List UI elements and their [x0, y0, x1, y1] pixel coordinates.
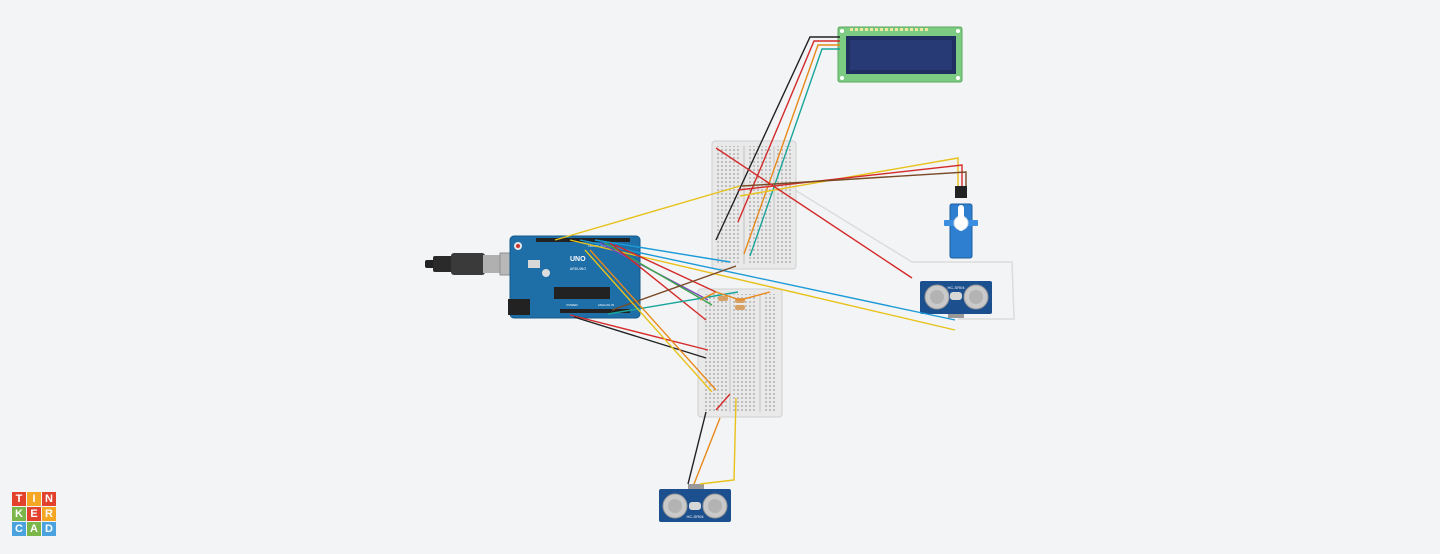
wire-arduino-echo-right[interactable] — [579, 239, 956, 321]
logo-letter: A — [27, 522, 41, 536]
wire-bottom-gnd[interactable] — [687, 411, 707, 485]
logo-letter: E — [27, 507, 41, 521]
lcd-display[interactable] — [837, 26, 963, 83]
wire-arduino-red-1[interactable] — [609, 242, 707, 321]
ultrasonic-sensor-bottom[interactable]: HC-SR04 — [659, 484, 731, 522]
wire-arduino-trig-right[interactable] — [569, 239, 956, 331]
servo-motor[interactable] — [944, 186, 978, 259]
wire-rail-to-sensor[interactable] — [715, 147, 913, 279]
breadboard-bottom[interactable] — [697, 288, 783, 418]
usb-cable[interactable] — [425, 253, 501, 275]
wire-lcd-gnd[interactable] — [715, 36, 840, 241]
board-label: ARDUINO — [570, 267, 586, 271]
logo-letter: N — [42, 492, 56, 506]
wire-arduino-red-2[interactable] — [614, 244, 717, 293]
logo-letter: R — [42, 507, 56, 521]
resistor-1[interactable] — [718, 296, 728, 301]
wire-arduino-gnd[interactable] — [573, 316, 707, 359]
wire-lcd-vcc[interactable] — [737, 40, 840, 223]
wire-bottom-echo[interactable] — [693, 417, 721, 485]
logo-letter: D — [42, 522, 56, 536]
board-brand: UNO — [570, 256, 586, 263]
resistor-3[interactable] — [735, 305, 745, 310]
wire-arduino-orange[interactable] — [589, 249, 717, 391]
breadboard-top[interactable] — [711, 140, 797, 270]
wire-arduino-servo-signal[interactable] — [554, 185, 741, 241]
tinkercad-logo[interactable]: T I N K E R C A D — [12, 492, 56, 538]
digital-header-label: DIGITAL (PWM~) — [588, 244, 611, 248]
routing-outline — [794, 189, 1015, 320]
logo-letter: T — [12, 492, 26, 506]
ultrasonic-sensor-right[interactable]: HC-SR04 — [920, 281, 992, 318]
wire-arduino-yellow-2[interactable] — [584, 249, 713, 393]
analog-header-label: ANALOG IN — [598, 303, 614, 307]
wires[interactable] — [554, 36, 967, 485]
wire-bottom-trig[interactable] — [699, 397, 737, 485]
wire-arduino-teal[interactable] — [607, 291, 739, 315]
wire-bb-orange[interactable] — [699, 291, 771, 301]
sensor-right-label: HC-SR04 — [947, 285, 965, 290]
wire-arduino-top-bb[interactable] — [594, 239, 731, 263]
logo-letter: K — [12, 507, 26, 521]
wire-arduino-5v[interactable] — [569, 314, 709, 351]
logo-letter: C — [12, 522, 26, 536]
wire-bottom-vcc[interactable] — [715, 393, 731, 411]
wire-servo-signal[interactable] — [739, 157, 959, 197]
sensor-bottom-label: HC-SR04 — [686, 514, 704, 519]
logo-letter: I — [27, 492, 41, 506]
power-header-label: POWER — [566, 303, 578, 307]
wire-servo-gnd[interactable] — [741, 171, 967, 187]
